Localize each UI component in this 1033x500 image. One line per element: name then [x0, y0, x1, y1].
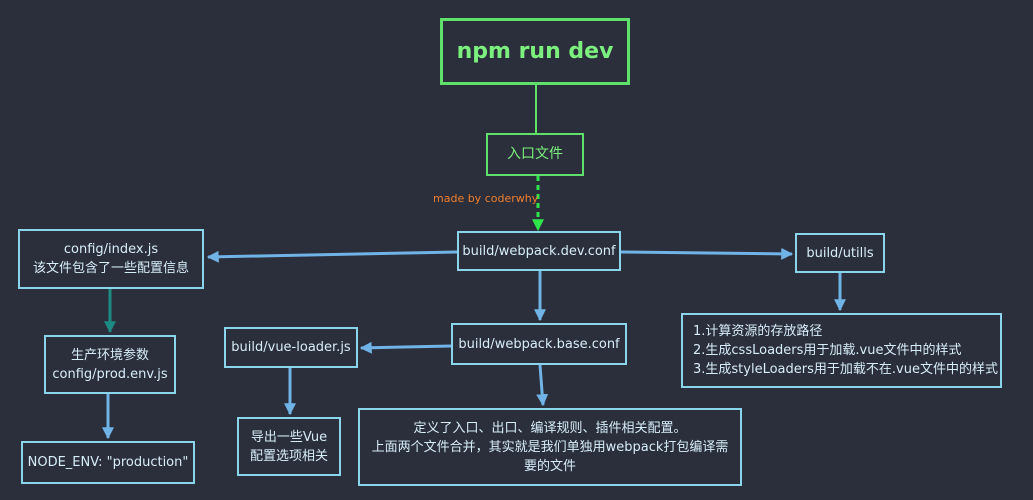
base-desc-line3: 要的文件 [523, 458, 576, 474]
webpack-dev-conf-box: build/webpack.dev.conf [457, 231, 621, 271]
prod-env-line2: config/prod.env.js [52, 366, 168, 382]
config-index-line2: 该文件包含了一些配置信息 [32, 261, 189, 276]
build-utils-label: build/utills [806, 245, 874, 261]
vue-desc-line1: 导出一些Vue [250, 429, 328, 445]
prod-env-line1: 生产环境参数 [70, 347, 149, 363]
vue-loader-box: build/vue-loader.js [224, 327, 358, 368]
base-to-vueloader-arrow [359, 341, 452, 354]
entry-file-label: 入口文件 [507, 146, 563, 162]
utils-desc-line2: 2.生成cssLoaders用于加载.vue文件中的样式 [693, 343, 962, 358]
vue-loader-label: build/vue-loader.js [231, 340, 351, 355]
base-to-desc-arrow [536, 364, 549, 407]
author-credit: made by coderwhy [433, 192, 539, 205]
npm-run-dev-label: npm run dev [456, 39, 614, 64]
entry-file-box: 入口文件 [486, 133, 584, 176]
base-description-box: 定义了入口、出口、编译规则、插件相关配置。 上面两个文件合并，其实就是我们单独用… [358, 408, 742, 486]
dev-to-config-arrow [206, 250, 458, 263]
utils-description-box: 1.计算资源的存放路径 2.生成cssLoaders用于加载.vue文件中的样式… [681, 313, 1002, 388]
webpack-base-conf-box: build/webpack.base.conf [451, 323, 627, 365]
node-env-box: NODE_ENV: "production" [21, 441, 195, 484]
npm-run-dev-box: npm run dev [440, 18, 630, 85]
utils-desc-line1: 1.计算资源的存放路径 [693, 324, 823, 339]
dev-to-utils-arrow [620, 247, 794, 260]
config-index-line1: config/index.js [63, 242, 159, 257]
base-desc-line1: 定义了入口、出口、编译规则、插件相关配置。 [413, 420, 687, 436]
vue-options-box: 导出一些Vue 配置选项相关 [237, 417, 341, 476]
vue-desc-line2: 配置选项相关 [249, 448, 328, 464]
config-index-box: config/index.js 该文件包含了一些配置信息 [18, 229, 204, 289]
build-utils-box: build/utills [795, 233, 885, 273]
base-desc-line2: 上面两个文件合并，其实就是我们单独用webpack打包编译需 [371, 439, 729, 455]
prod-env-box: 生产环境参数 config/prod.env.js [44, 335, 176, 394]
utils-desc-line3: 3.生成styleLoaders用于加载不在.vue文件中的样式 [693, 362, 998, 377]
node-env-label: NODE_ENV: "production" [27, 455, 189, 470]
webpack-dev-conf-label: build/webpack.dev.conf [462, 243, 616, 259]
webpack-base-conf-label: build/webpack.base.conf [458, 336, 620, 352]
